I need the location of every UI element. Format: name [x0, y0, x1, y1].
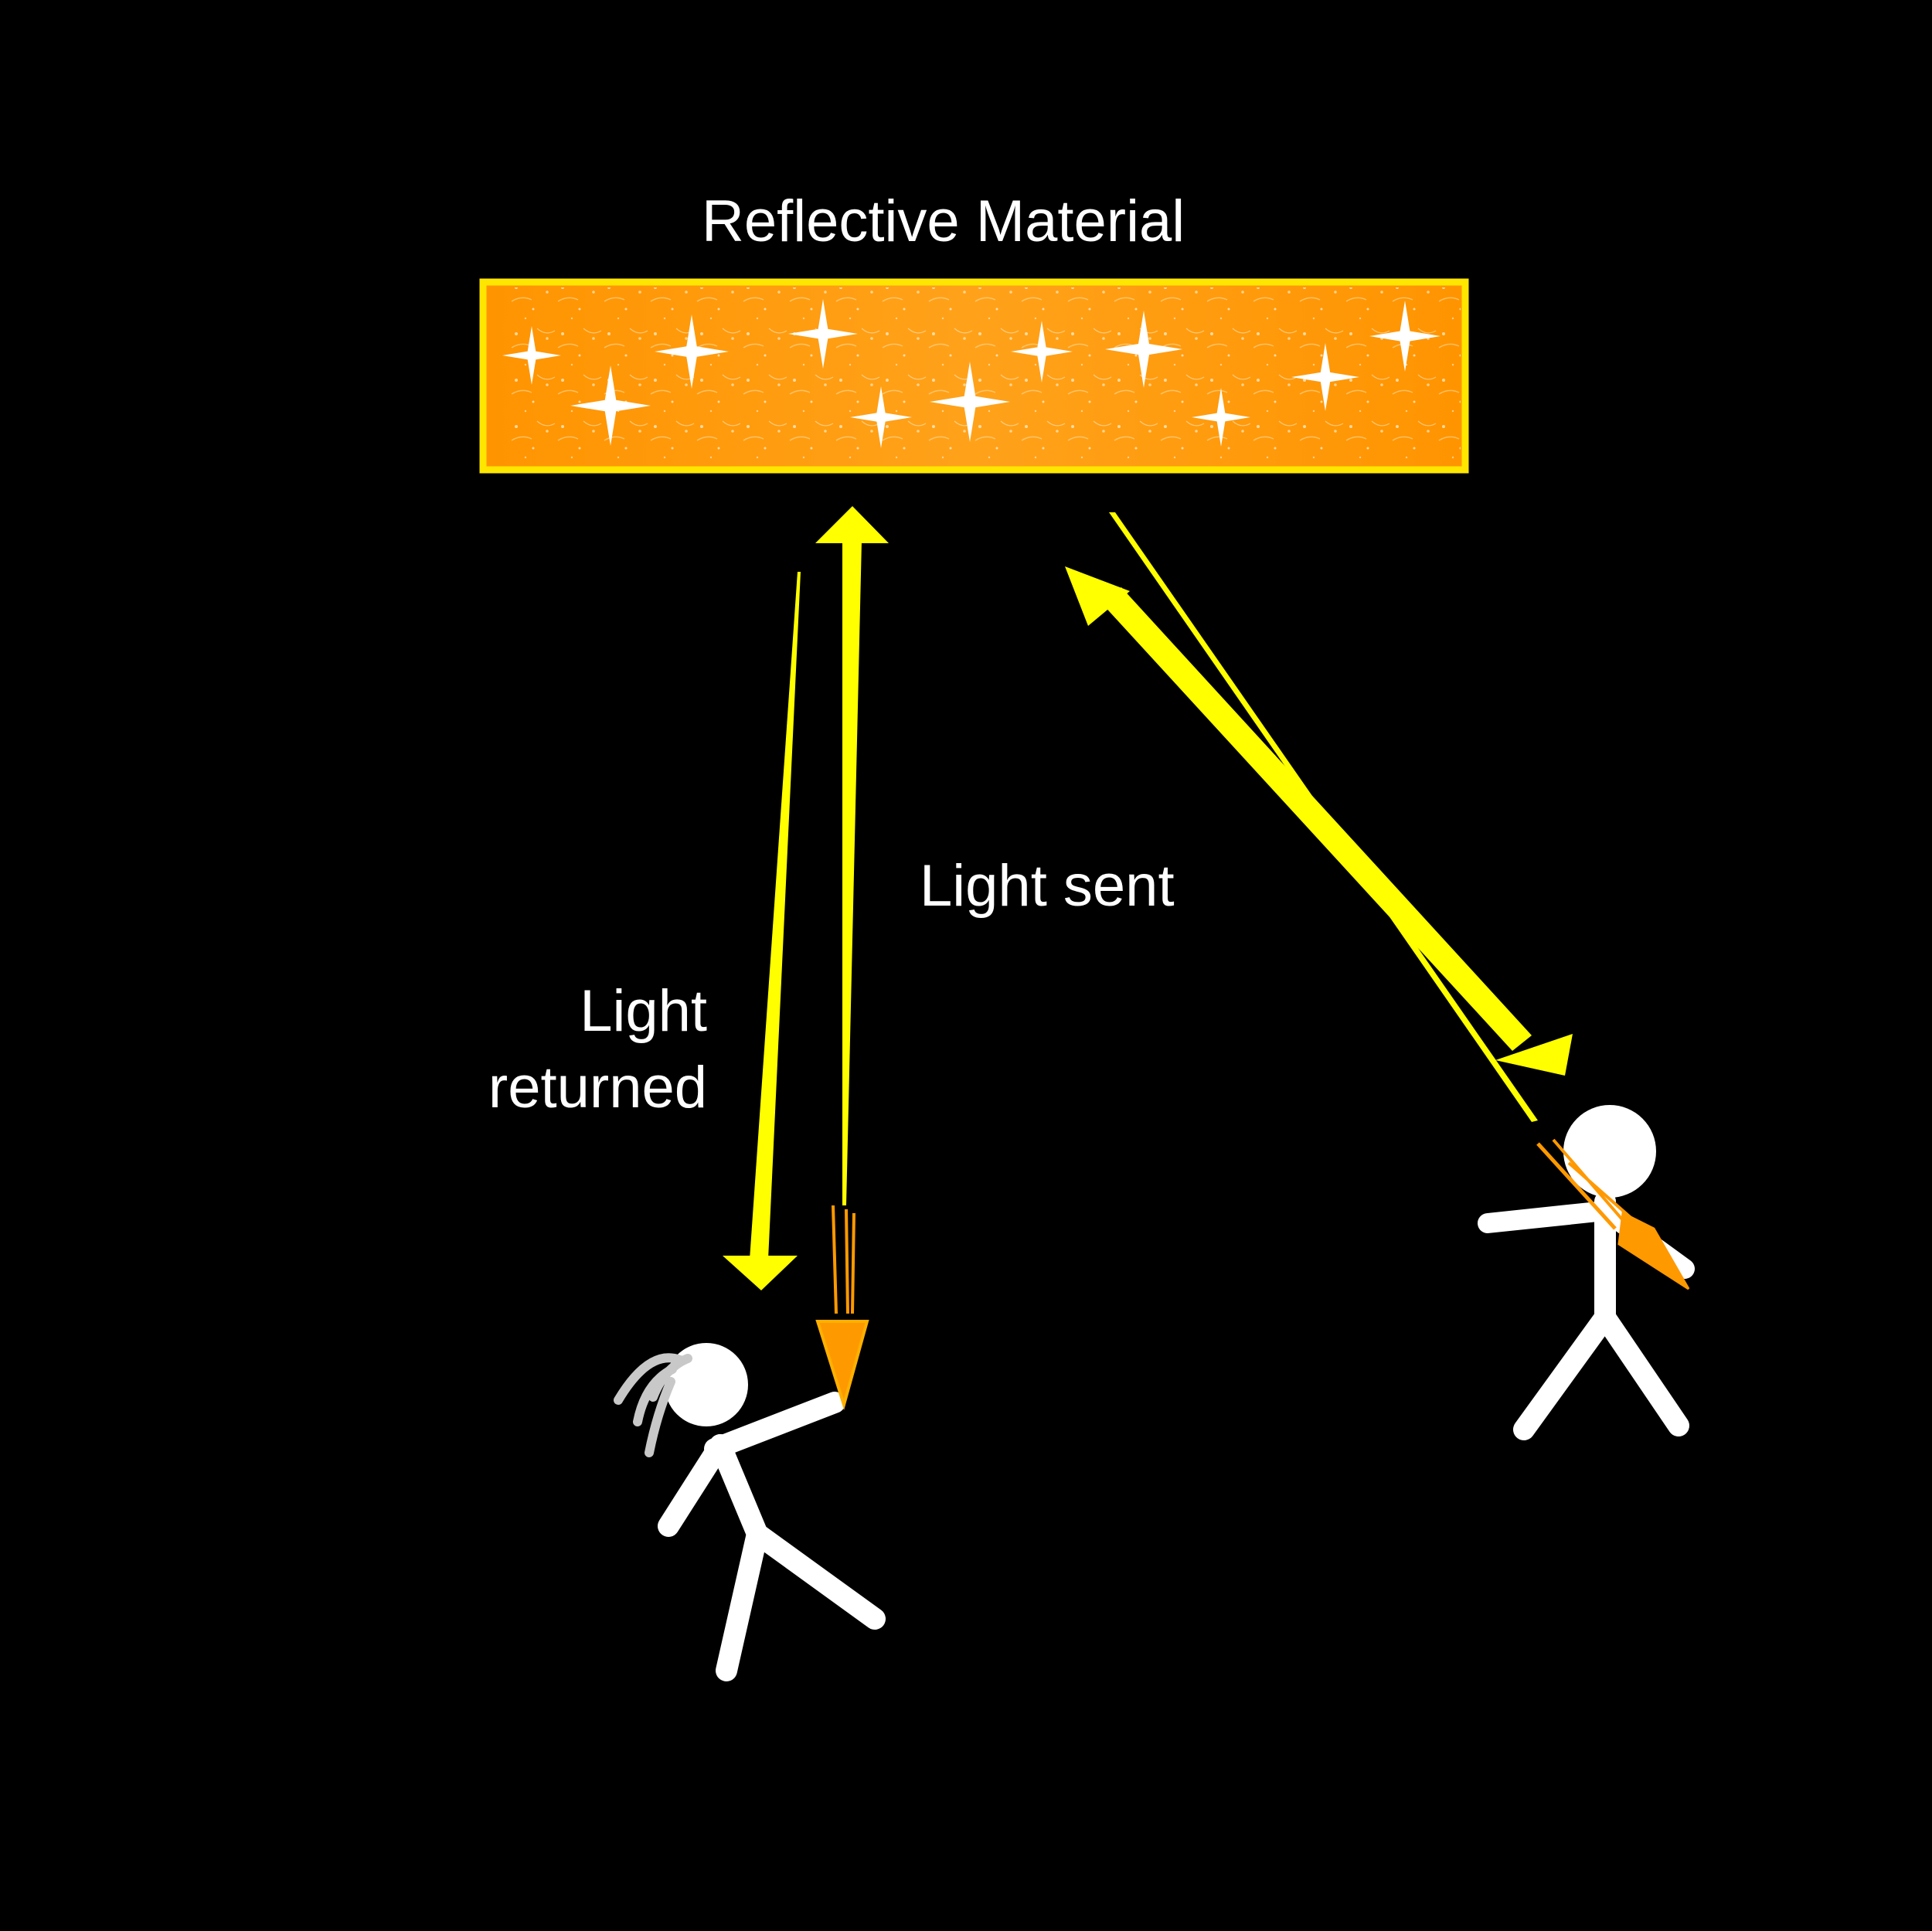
sparkle-icon: [850, 386, 912, 448]
light-sent-arrow-left: [815, 506, 889, 1205]
light-returned-arrow-right: [1065, 566, 1573, 1076]
flashlight-right-icon: [1536, 1138, 1690, 1290]
sparkle-icon: [1192, 388, 1250, 447]
light-returned-label: Light returned: [488, 974, 707, 1127]
hair-icon: [614, 1353, 692, 1457]
sparkle-icon: [655, 314, 729, 389]
sparkle-icon: [1105, 311, 1182, 388]
light-returned-line-2: returned: [488, 1054, 707, 1120]
sparkle-icon: [930, 362, 1010, 442]
sparkle-icon: [502, 326, 561, 385]
sparkle-icons: [502, 299, 1440, 448]
light-sent-label: Light sent: [920, 853, 1175, 919]
flashlight-left-icon: [815, 1205, 869, 1411]
material-title: Reflective Material: [702, 189, 1185, 254]
sparkle-icon: [1291, 343, 1359, 411]
sparkle-icon: [1369, 301, 1440, 372]
light-returned-line-1: Light: [580, 978, 707, 1044]
sparkle-icon: [570, 365, 651, 446]
light-returned-arrow: [723, 572, 801, 1290]
person-left-icon: [614, 1343, 886, 1681]
sparkle-icon: [1011, 321, 1073, 382]
sparkle-icon: [788, 299, 858, 369]
reflective-material: [479, 278, 1469, 474]
